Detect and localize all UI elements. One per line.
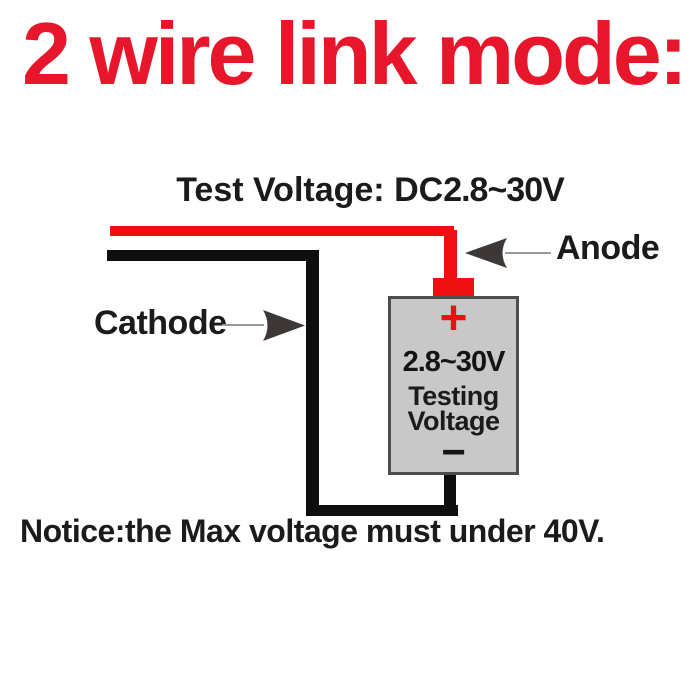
positive-terminal-connector (433, 278, 474, 298)
anode-label: Anode (556, 229, 660, 267)
cathode-label: Cathode (94, 304, 227, 342)
plus-symbol: + (439, 292, 468, 345)
negative-wire-horizontal-top (107, 250, 319, 261)
positive-wire-horizontal (110, 226, 454, 236)
negative-wire-vertical-right (444, 474, 456, 514)
page-title: 2 wire link mode: (22, 4, 688, 103)
voltmeter-device-box: + 2.8~30V Testing Voltage − (388, 292, 519, 475)
positive-wire-vertical (444, 230, 457, 282)
cathode-arrow-icon (263, 310, 305, 341)
test-voltage-caption: Test Voltage: DC2.8~30V (40, 170, 700, 211)
negative-wire-horizontal-bottom (306, 505, 458, 516)
cathode-arrowhead (263, 310, 305, 341)
test-voltage-value: 2.8~30V (443, 171, 565, 209)
device-text-line1: Testing (408, 381, 499, 411)
anode-arrow-icon (465, 238, 507, 268)
minus-symbol: − (441, 428, 466, 475)
notice-text: Notice:the Max voltage must under 40V. (20, 513, 605, 549)
test-voltage-label: Test Voltage: DC (176, 171, 444, 209)
cathode-pointer-line (222, 324, 264, 326)
device-voltage-range: 2.8~30V (402, 346, 506, 378)
anode-arrowhead (465, 238, 507, 268)
anode-pointer-line (505, 252, 551, 254)
device-text-line2: Voltage (407, 406, 500, 436)
negative-wire-vertical-left (306, 250, 319, 516)
